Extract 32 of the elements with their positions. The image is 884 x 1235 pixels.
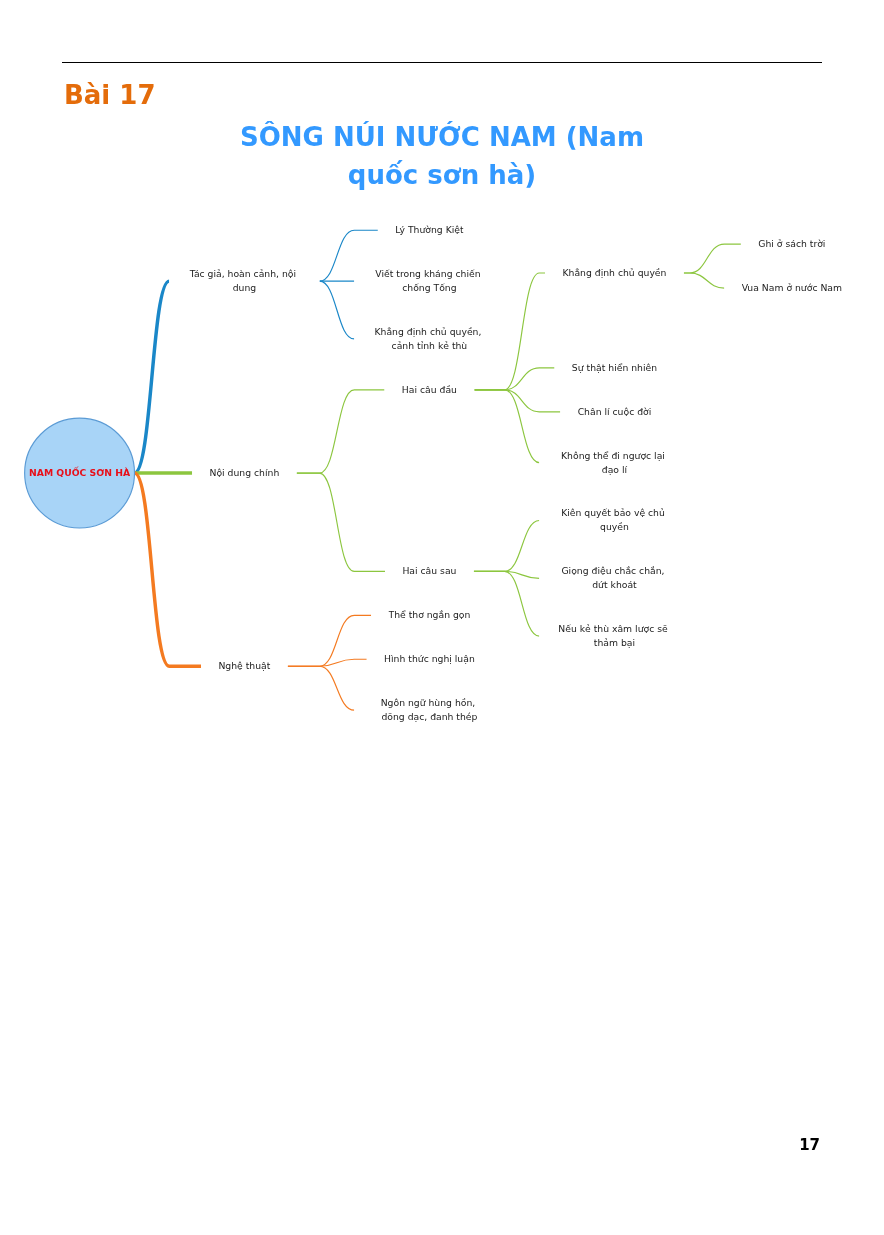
node-text: Nội dung chính	[209, 467, 280, 479]
node-text: Không thể đi ngược lại đạo lí	[561, 449, 665, 475]
connector	[318, 280, 355, 340]
node-text: Nếu kẻ thù xâm lược sẽ thảm bại	[558, 623, 668, 649]
connector	[296, 472, 386, 572]
node-text: Giọng điệu chắc chắn, dứt khoát	[561, 565, 665, 591]
connector	[287, 665, 355, 711]
node-circle: NAM QUỐC SƠN HÀ	[24, 417, 136, 529]
title: SÔNG NÚI NƯỚC NAM (Nam quốc sơn hà)	[239, 120, 645, 192]
connector	[473, 389, 540, 464]
node-text: Sự thật hiển nhiên	[571, 362, 658, 374]
node-text: Khẳng định chủ quyền, cảnh tỉnh kẻ thù	[374, 326, 482, 352]
lesson-label: Bài 17	[64, 80, 156, 110]
node-text: Kiên quyết bảo vệ chủ quyền	[561, 507, 665, 533]
node-text: Hình thức nghị luận	[384, 653, 475, 665]
node-text: Viết trong kháng chiến chống Tống	[375, 268, 481, 294]
node-text: Vua Nam ở nước Nam	[741, 282, 843, 294]
node-text: Thể thơ ngắn gọn	[388, 609, 471, 621]
node-text: Ngôn ngữ hùng hồn, dõng dạc, đanh thép	[380, 697, 478, 723]
node-text: Hai câu sau	[402, 565, 457, 577]
node-text: Ghi ở sách trời	[758, 238, 826, 250]
connector	[473, 570, 540, 637]
node-text: Chân lí cuộc đời	[577, 406, 652, 418]
node-text: Hai câu đầu	[401, 384, 457, 396]
connector	[318, 229, 379, 282]
node-text: Tác giả, hoàn cảnh, nội dung	[189, 268, 297, 294]
node-text: Khẳng định chủ quyền	[562, 267, 667, 279]
connector	[318, 280, 355, 282]
node-text: Lý Thường Kiệt	[395, 224, 464, 236]
page-number: 17	[799, 1136, 820, 1154]
connector	[683, 272, 725, 289]
node-text: Nghệ thuật	[218, 660, 271, 672]
